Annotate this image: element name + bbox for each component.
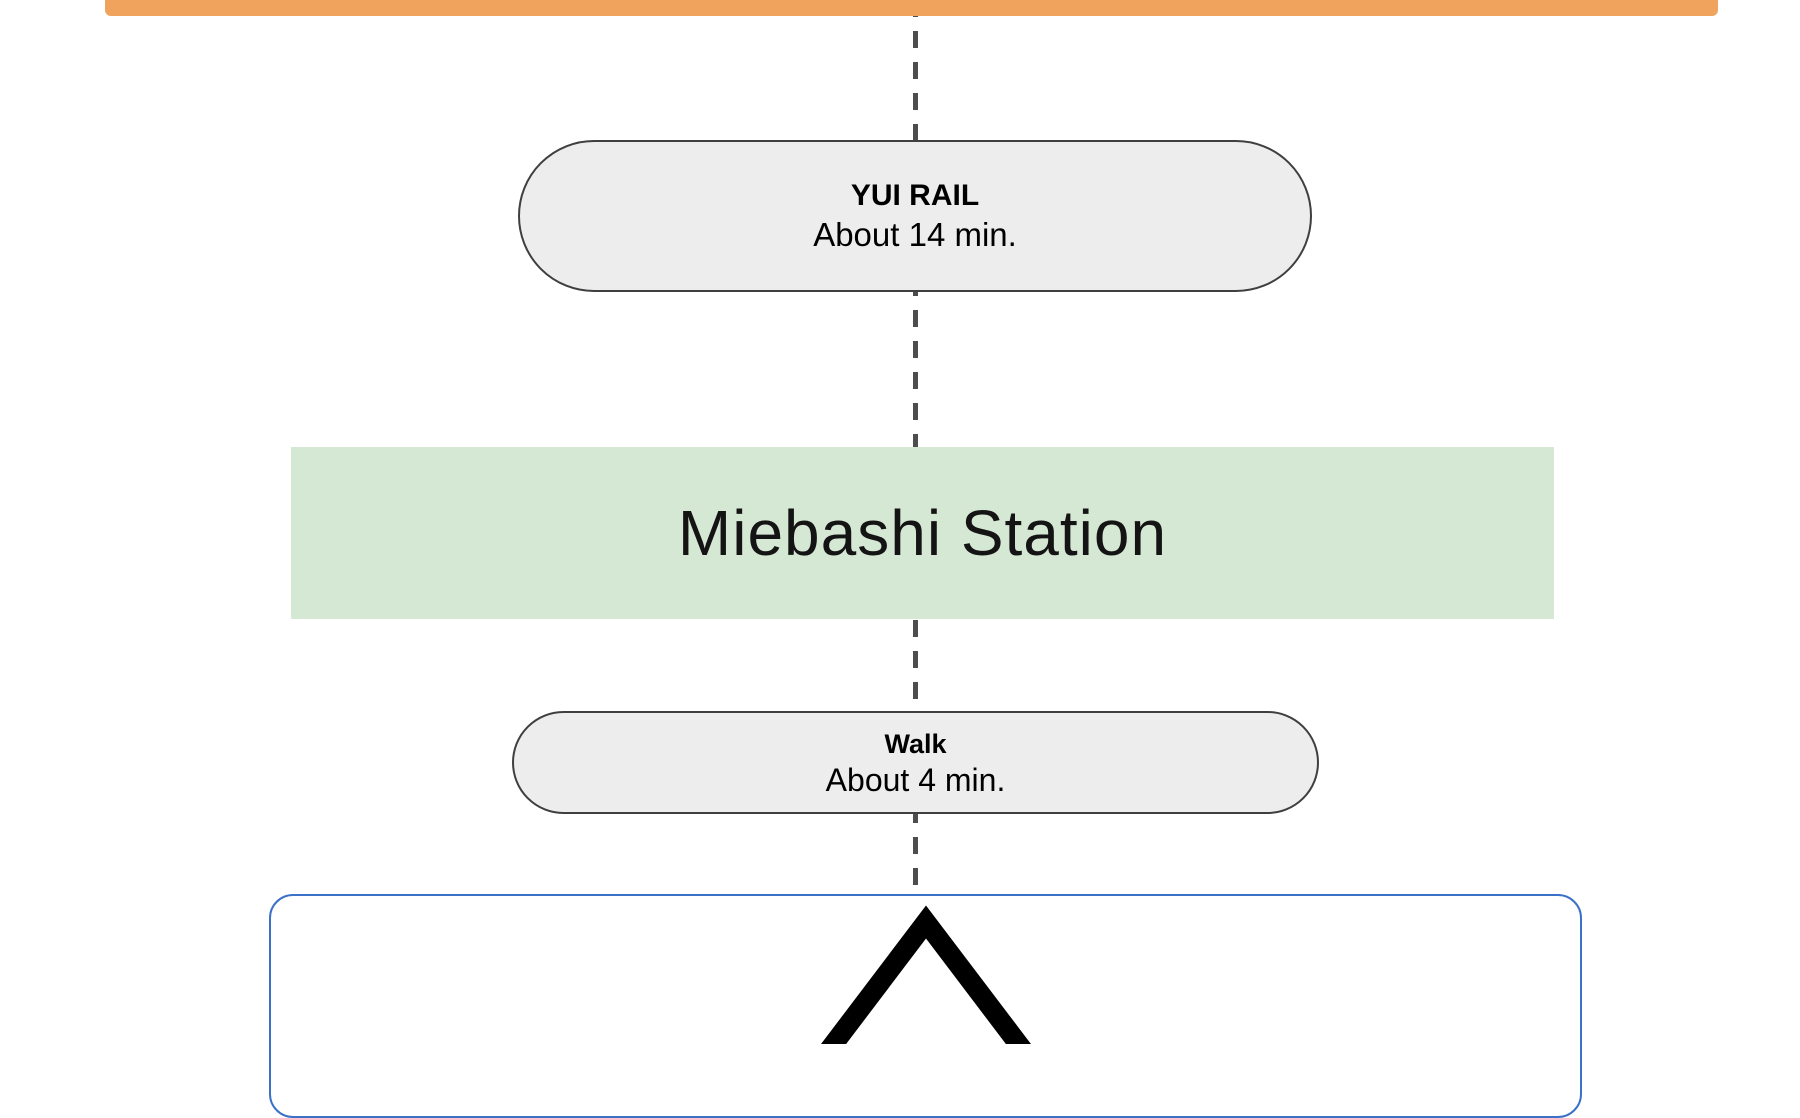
segment-pill-walk: Walk About 4 min. <box>512 711 1319 814</box>
home-icon <box>820 905 1031 1044</box>
station-name-label: Miebashi Station <box>677 497 1168 569</box>
origin-station-bar <box>105 0 1718 16</box>
segment-duration-label: About 4 min. <box>825 761 1006 798</box>
station-box-miebashi: Miebashi Station <box>291 447 1554 619</box>
route-diagram-canvas: YUI RAIL About 14 min. Miebashi Station … <box>105 0 1718 1118</box>
segment-mode-label: Walk <box>884 728 947 759</box>
segment-pill-yui-rail: YUI RAIL About 14 min. <box>518 140 1312 292</box>
destination-box <box>269 894 1582 1118</box>
segment-mode-label: YUI RAIL <box>850 179 980 212</box>
segment-duration-label: About 14 min. <box>813 216 1017 253</box>
